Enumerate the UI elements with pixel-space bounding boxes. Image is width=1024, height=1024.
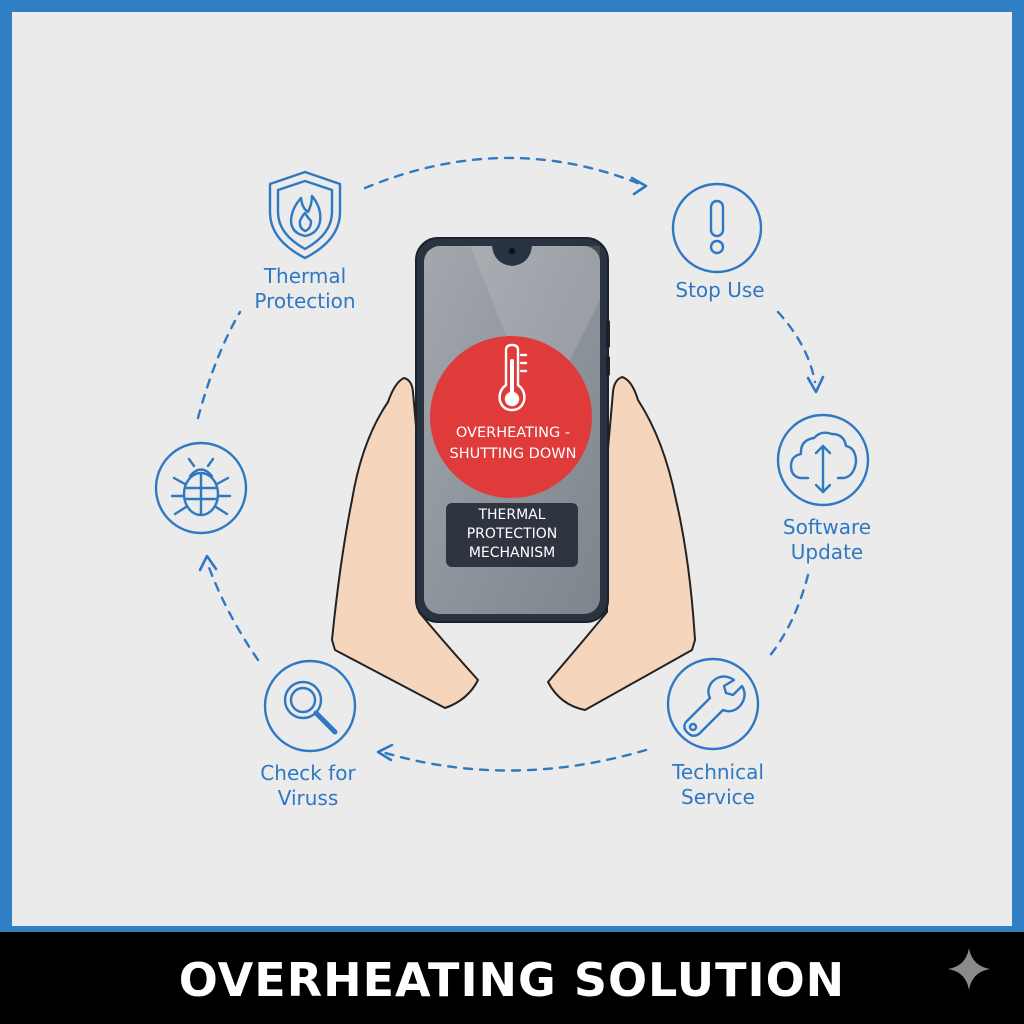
mechanism-label: THERMAL PROTECTION MECHANISM (466, 507, 558, 561)
overheating-alert-circle (430, 336, 592, 498)
arrow-service-to-check (380, 748, 648, 772)
hand-illustration (331, 376, 696, 711)
page-title: OVERHEATING SOLUTION (178, 953, 846, 1007)
arrow-heads (198, 176, 825, 762)
step-label-thermal-protection: Thermal Protection (254, 264, 356, 313)
wrench-icon (666, 657, 760, 751)
exclamation-circle-icon (671, 182, 763, 274)
phone-notch (492, 246, 532, 266)
title-banner: OVERHEATING SOLUTION (0, 932, 1024, 1024)
arrowhead-icon (198, 554, 218, 572)
screen-glare (470, 246, 600, 420)
overheating-diagram (154, 156, 870, 772)
step-label-stop-use: Stop Use (675, 278, 765, 302)
step-label-software-update: Software Update (782, 515, 872, 564)
front-camera-icon (508, 247, 516, 255)
arrowhead-icon (630, 176, 648, 196)
shield-flame-icon (268, 170, 342, 260)
arrow-bug-to-thermal (196, 310, 242, 420)
cloud-update-icon (776, 413, 870, 507)
right-hand (547, 376, 696, 711)
step-label-technical-service: Technical Service (672, 760, 764, 809)
bug-icon (154, 441, 248, 535)
overheating-alert-text: OVERHEATING - SHUTTING DOWN (449, 425, 577, 462)
cycle-arrows (196, 156, 817, 772)
magnifier-icon (263, 659, 357, 753)
left-hand (331, 377, 479, 709)
thermometer-icon (498, 343, 528, 412)
arrowhead-icon (806, 375, 825, 394)
mechanism-label-box (446, 503, 578, 567)
arrow-update-to-service (766, 573, 810, 660)
arrow-thermal-to-stop (363, 156, 642, 190)
arrowhead-icon (376, 743, 394, 762)
step-label-check-viruses: Check for Viruss (260, 761, 356, 810)
sparkle-icon (948, 948, 990, 990)
arrow-check-to-bug (205, 560, 260, 662)
arrow-stop-to-update (776, 310, 817, 384)
